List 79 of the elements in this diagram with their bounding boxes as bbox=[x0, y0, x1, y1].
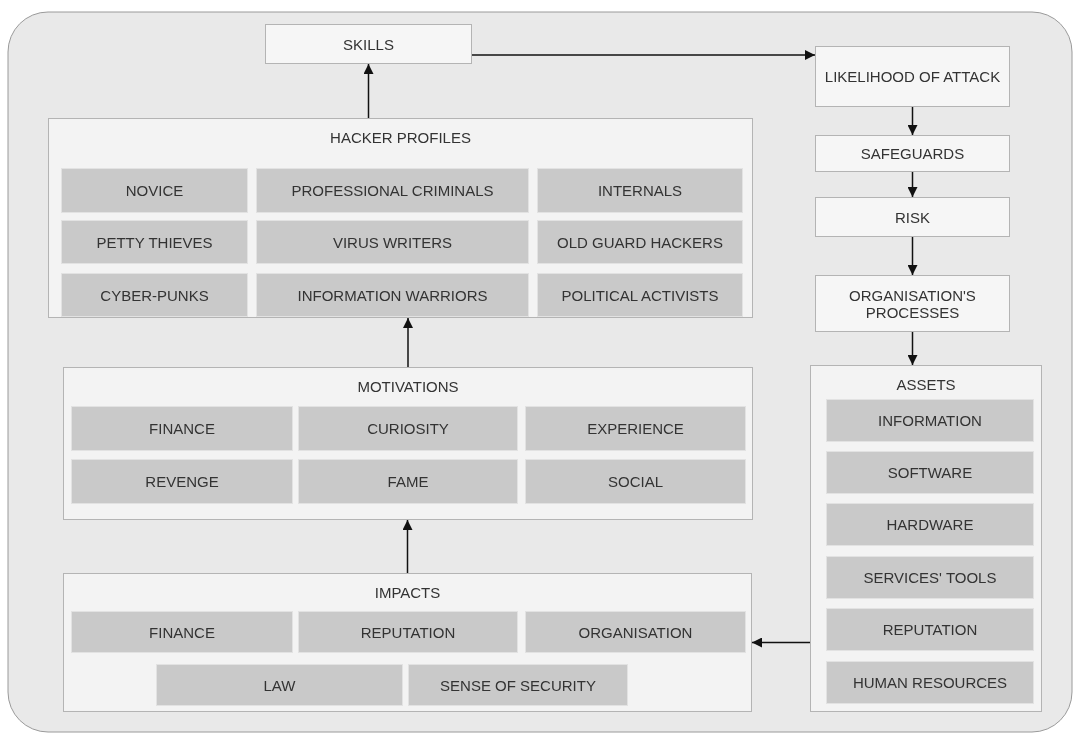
arrow bbox=[403, 317, 413, 368]
arrow bbox=[751, 637, 811, 648]
node-label: CYBER-PUNKS bbox=[100, 286, 209, 304]
node-label: REPUTATION bbox=[360, 623, 456, 641]
node-label: LAW bbox=[263, 676, 296, 694]
node-label: EXPERIENCE bbox=[587, 420, 684, 437]
label-box bbox=[815, 197, 1010, 237]
label-box bbox=[815, 46, 1010, 107]
node-label: HARDWARE bbox=[886, 516, 974, 533]
label-box bbox=[61, 273, 248, 317]
label-box bbox=[156, 664, 403, 706]
node-label: FAME bbox=[387, 473, 429, 490]
label-box bbox=[256, 168, 529, 213]
label-box bbox=[537, 220, 743, 264]
node-label: FINANCE bbox=[149, 623, 215, 641]
label-box bbox=[71, 406, 293, 451]
node-label: LIKELIHOOD OF ATTACK bbox=[824, 68, 1001, 85]
node-label: INFORMATION WARRIORS bbox=[297, 286, 488, 304]
node-label: ORGANISATION bbox=[578, 623, 693, 641]
group-box bbox=[63, 367, 753, 520]
arrow bbox=[907, 106, 918, 136]
label-box bbox=[298, 459, 518, 504]
arrow bbox=[907, 171, 918, 198]
label-box bbox=[256, 220, 529, 264]
label-box bbox=[61, 168, 248, 213]
node-label: POLITICAL ACTIVISTS bbox=[561, 286, 719, 304]
node-label: SENSE OF SECURITY bbox=[440, 676, 596, 694]
label-box bbox=[826, 503, 1034, 546]
group-box bbox=[48, 118, 753, 318]
label-box bbox=[826, 661, 1034, 704]
group-heading: HACKER PROFILES bbox=[329, 129, 472, 146]
label-box bbox=[408, 664, 628, 706]
node-label: SOCIAL bbox=[608, 473, 663, 490]
node-label: INFORMATION bbox=[878, 412, 982, 429]
node-label: INTERNALS bbox=[597, 182, 683, 199]
label-box bbox=[525, 611, 746, 653]
node-label: CURIOSITY bbox=[367, 420, 449, 437]
group-heading: IMPACTS bbox=[373, 584, 442, 601]
node-label: NOVICE bbox=[125, 182, 184, 199]
group-heading: MOTIVATIONS bbox=[356, 378, 460, 395]
label-box bbox=[298, 611, 518, 653]
label-box bbox=[265, 24, 472, 64]
group-heading: ASSETS bbox=[895, 376, 957, 393]
node-label: OLD GUARD HACKERS bbox=[557, 233, 723, 251]
node-label: SKILLS bbox=[343, 35, 394, 53]
node-label: VIRUS WRITERS bbox=[332, 233, 453, 251]
label-box bbox=[71, 611, 293, 653]
node-label: SOFTWARE bbox=[887, 464, 973, 481]
node-label: ORGANISATION'S PROCESSES bbox=[848, 286, 977, 321]
group-box bbox=[63, 573, 752, 712]
node-label: RISK bbox=[895, 208, 930, 226]
node-label: SAFEGUARDS bbox=[860, 145, 965, 162]
label-box bbox=[256, 273, 529, 317]
node-label: REVENGE bbox=[145, 473, 219, 490]
group-box bbox=[810, 365, 1042, 712]
arrow bbox=[363, 63, 374, 119]
node-label: PROFESSIONAL CRIMINALS bbox=[291, 182, 494, 199]
label-box bbox=[815, 135, 1010, 172]
label-box bbox=[815, 275, 1010, 332]
arrow bbox=[471, 50, 816, 60]
arrow bbox=[907, 236, 918, 276]
label-box bbox=[298, 406, 518, 451]
arrow bbox=[907, 331, 918, 366]
label-box bbox=[826, 608, 1034, 651]
label-box bbox=[537, 168, 743, 213]
node-label: HUMAN RESOURCES bbox=[852, 674, 1008, 691]
label-box bbox=[537, 273, 743, 317]
node-label: PETTY THIEVES bbox=[96, 233, 213, 251]
node-label: SERVICES' TOOLS bbox=[863, 569, 997, 586]
label-box bbox=[826, 399, 1034, 442]
label-box bbox=[826, 451, 1034, 494]
label-box bbox=[525, 406, 746, 451]
node-label: FINANCE bbox=[149, 420, 215, 437]
label-box bbox=[525, 459, 746, 504]
label-box bbox=[71, 459, 293, 504]
label-box bbox=[826, 556, 1034, 599]
label-box bbox=[61, 220, 248, 264]
node-label: REPUTATION bbox=[882, 621, 978, 638]
arrow bbox=[402, 519, 413, 574]
